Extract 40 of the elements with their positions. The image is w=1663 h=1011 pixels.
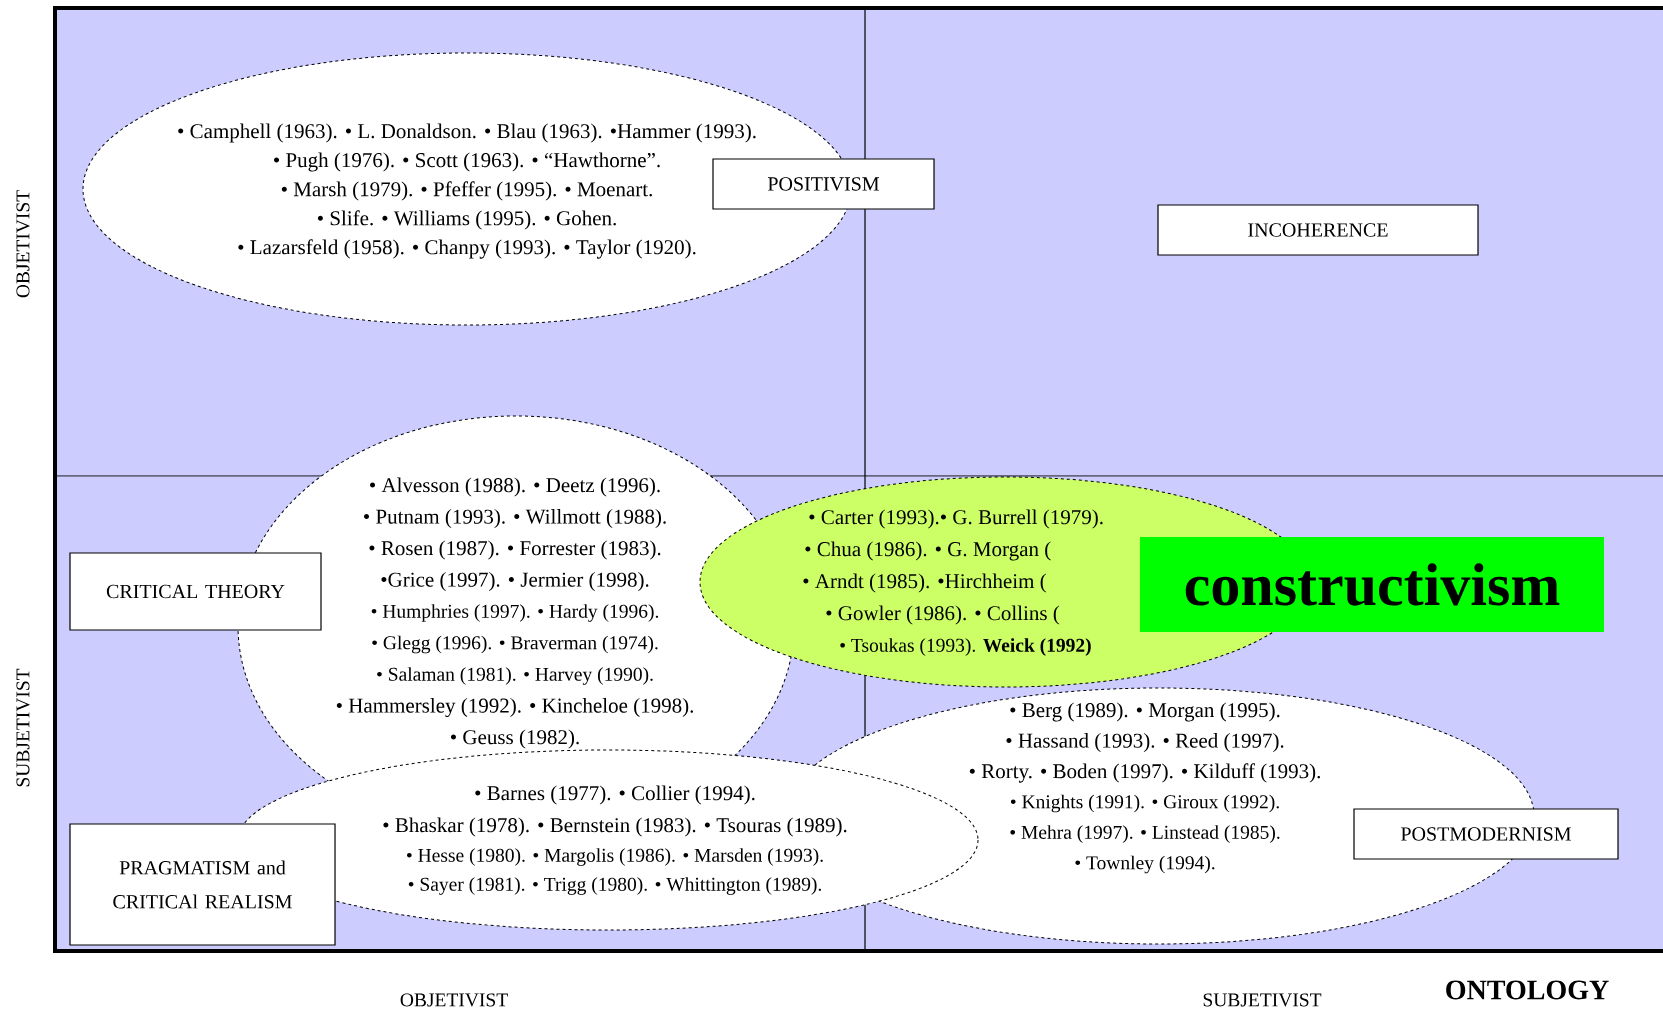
axis-label: OBJETIVIST (16, 190, 30, 298)
citation-line: • Sayer (1981). • Trigg (1980). • Whittington (1989). (408, 877, 822, 895)
citation-line: • Barnes (1977). • Collier (1994). (475, 785, 755, 805)
citation-line: • Lazarsfeld (1958). • Chanpy (1993). • Taylor (1920). (238, 239, 696, 259)
citation-line: • Carter (1993).• G. Burrell (1979). (809, 509, 1103, 529)
title-banner: constructivism (1140, 537, 1604, 632)
citation-line: • Pugh (1976). • Scott (1963). • “Hawthorne”. (274, 152, 660, 172)
citation-line: •Grice (1997). • Jermier (1998). (381, 572, 649, 591)
axis-label: SUBJETIVIST (1203, 993, 1322, 1007)
category-box: INCOHERENCE (1157, 204, 1479, 256)
citation-line: • Gowler (1986). • Collins ( (826, 605, 1060, 625)
citation-line: • Hammersley (1992). • Kincheloe (1998). (336, 697, 693, 718)
citation-line: • Geuss (1982). (451, 729, 579, 749)
citation-line: • Putnam (1993). • Willmott (1988). (364, 509, 666, 528)
citation-line: • Berg (1989). • Morgan (1995). (1010, 702, 1280, 722)
citation-line: • Humphries (1997). • Hardy (1996). (371, 604, 659, 622)
citation-line: • Hassand (1993). • Reed (1997). (1006, 733, 1284, 752)
citation-line: • Hesse (1980). • Margolis (1986). • Marsden (1993). (407, 848, 823, 866)
axis-label: OBJETIVIST (400, 993, 508, 1007)
citation-line: • Mehra (1997). • Linstead (1985). (1010, 825, 1280, 843)
axis-label: ONTOLOGY (1446, 980, 1609, 1000)
citation-line: • Slife. • Williams (1995). • Gohen. (317, 210, 616, 230)
citation-line: • Tsoukas (1993). Weick (1992) (840, 638, 1091, 656)
citation-line: • Rosen (1987). • Forrester (1983). (369, 540, 661, 560)
axis-label: SUBJETIVIST (16, 668, 30, 787)
category-box: POSITIVISM (712, 158, 935, 210)
citation-line: • Chua (1986). • G. Morgan ( (805, 541, 1051, 561)
citation-line: • Salaman (1981). • Harvey (1990). (377, 667, 653, 685)
citation-line: • Glegg (1996). • Braverman (1974). (372, 635, 658, 654)
citation-line: • Arndt (1985). •Hirchheim ( (803, 573, 1046, 593)
citation-line: • Knights (1991). • Giroux (1992). (1010, 794, 1279, 813)
category-box: PRAGMATISM and CRITICAl REALISM (69, 823, 336, 946)
citation-line: • Alvesson (1988). • Deetz (1996). (370, 477, 660, 497)
category-box: CRITICAL THEORY (69, 552, 322, 631)
citation-line: • Marsh (1979). • Pfeffer (1995). • Moenart. (281, 181, 652, 201)
citation-line: • Townley (1994). (1075, 855, 1215, 874)
citation-line: • Bhaskar (1978). • Bernstein (1983). • Tsouras (1989). (383, 817, 847, 837)
citation-line: • Camphell (1963). • L. Donaldson. • Blau (1963). •Hammer (1993). (178, 123, 756, 143)
category-box: POSTMODERNISM (1353, 808, 1619, 860)
citation-line: • Rorty. • Boden (1997). • Kilduff (1993). (969, 763, 1320, 783)
